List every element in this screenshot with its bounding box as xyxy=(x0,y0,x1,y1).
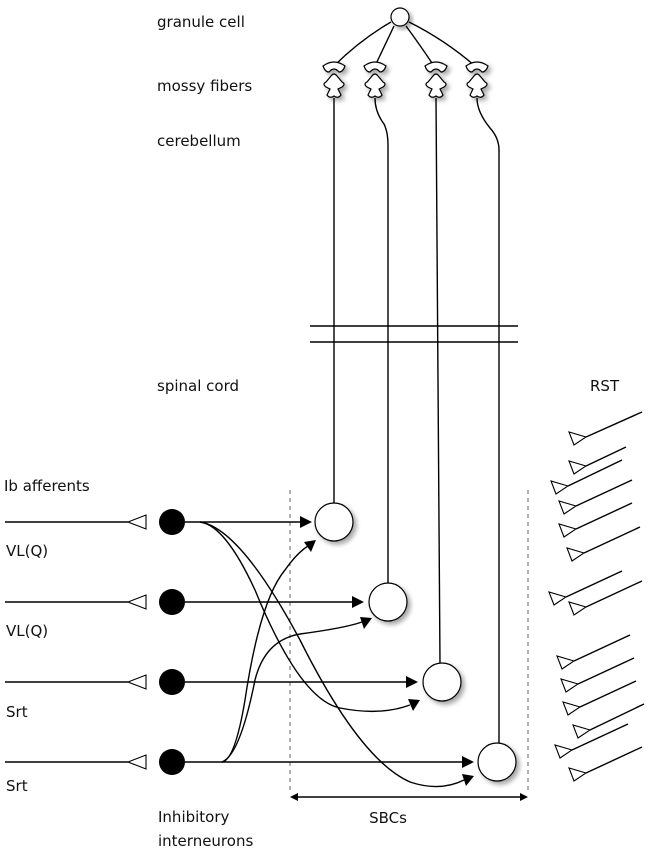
sbc-neuron xyxy=(368,582,408,622)
interneuron xyxy=(159,509,185,535)
mossy-rosette xyxy=(465,61,489,98)
rst-fiber xyxy=(568,580,643,616)
rst-fibers xyxy=(548,411,645,782)
cerebellum-label: cerebellum xyxy=(157,132,241,150)
mossy-fibers-label: mossy fibers xyxy=(157,77,252,95)
inhibitory-interneurons xyxy=(159,509,185,775)
interneuron xyxy=(159,589,185,615)
afferent-label-2: VL(Q) xyxy=(6,622,48,640)
mossy-rosette xyxy=(322,61,346,98)
afferent-fiber xyxy=(5,674,147,690)
rst-fiber xyxy=(562,680,637,716)
rst-fiber xyxy=(572,703,645,739)
rst-fiber xyxy=(568,446,627,475)
ib-afferents-label: Ib afferents xyxy=(4,477,90,495)
mossy-rosette xyxy=(424,61,448,98)
crossing-projections xyxy=(199,521,474,788)
rst-fiber xyxy=(548,570,623,606)
inhibitory-label-line2: interneurons xyxy=(158,832,253,850)
afferent-label-4: Srt xyxy=(6,777,28,795)
rst-fiber xyxy=(560,657,635,693)
rst-fiber xyxy=(550,459,623,495)
sbc-neurons xyxy=(314,502,517,782)
inhibitory-label-line1: Inhibitory xyxy=(158,808,230,826)
granule-cell-label: granule cell xyxy=(157,13,245,31)
spinal-cord-label: spinal cord xyxy=(157,377,239,395)
spinal-cord-boundary xyxy=(310,325,518,343)
rst-fiber xyxy=(568,411,643,446)
sbcs-span-arrow xyxy=(290,793,528,801)
rst-fiber xyxy=(566,526,641,562)
afferent-label-1: VL(Q) xyxy=(6,542,48,560)
mossy-rosette xyxy=(363,61,387,98)
inhibitory-projections xyxy=(185,516,474,768)
rst-fiber xyxy=(556,634,631,670)
interneuron xyxy=(159,669,185,695)
afferent-fiber xyxy=(5,594,147,610)
granule-cell xyxy=(333,7,476,67)
rst-fiber xyxy=(558,479,633,515)
sbc-neuron xyxy=(314,502,354,542)
rst-fiber xyxy=(554,723,629,759)
sbc-neuron xyxy=(422,662,462,702)
mossy-fiber-rosettes xyxy=(322,61,489,98)
afferent-fiber xyxy=(5,514,147,530)
rst-fiber xyxy=(558,502,633,538)
rst-label: RST xyxy=(590,377,620,395)
ib-afferent-fibers xyxy=(5,514,147,770)
ascending-axons xyxy=(333,97,500,743)
afferent-label-3: Srt xyxy=(6,703,28,721)
interneuron xyxy=(159,749,185,775)
rst-fiber xyxy=(568,746,643,782)
sbcs-label: SBCs xyxy=(369,809,407,827)
afferent-fiber xyxy=(5,754,147,770)
sbc-neuron xyxy=(477,742,517,782)
